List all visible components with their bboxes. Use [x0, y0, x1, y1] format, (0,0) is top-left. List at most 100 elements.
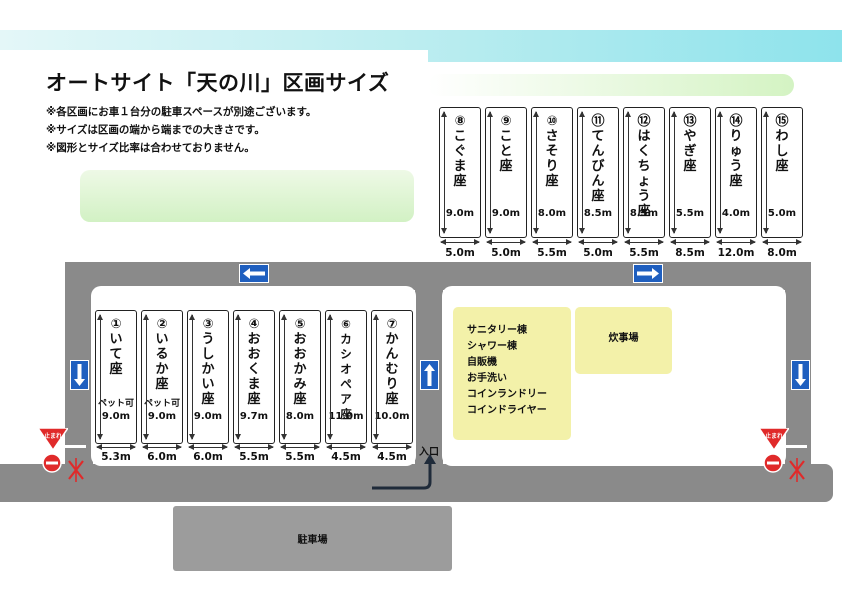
- site-length: 8.0m: [537, 208, 567, 219]
- site-length: 5.5m: [675, 208, 705, 219]
- stop-sign-right: 止まれ: [757, 427, 791, 454]
- up-arrow-icon: [420, 360, 439, 390]
- down-arrow-icon: [70, 360, 89, 390]
- site-length: 8.5m: [629, 208, 659, 219]
- no-entry-icon: [763, 453, 783, 473]
- site-width: 12.0m: [717, 247, 755, 259]
- width-arrow: [142, 444, 182, 450]
- site-length: 11.0m: [328, 411, 364, 422]
- pet-badge: ペット可: [143, 399, 180, 409]
- length-arrow: [143, 314, 149, 440]
- kitchen-building[interactable]: 炊事場: [575, 307, 672, 374]
- site-length: 9.7m: [239, 411, 269, 422]
- site-width: 4.5m: [331, 451, 361, 463]
- width-arrow: [486, 239, 526, 245]
- facility-list: サニタリー棟 シャワー棟 自販機 お手洗い コインランドリー コインドライヤー: [467, 323, 547, 419]
- width-arrow: [670, 239, 710, 245]
- facility-item: コインドライヤー: [467, 405, 547, 416]
- site-width: 5.5m: [239, 451, 269, 463]
- width-arrow: [280, 444, 320, 450]
- site-width: 5.5m: [537, 247, 567, 259]
- facility-item: サニタリー棟: [467, 325, 527, 336]
- note-scale: ※図形とサイズ比率は合わせておりません。: [46, 142, 255, 154]
- left-arrow-icon: [239, 264, 269, 283]
- length-arrow: [487, 111, 493, 234]
- facility-item: 自販機: [467, 357, 497, 368]
- site-length: 8.5m: [583, 208, 613, 219]
- parking-lot[interactable]: 駐車場: [173, 506, 452, 571]
- length-arrow: [625, 111, 631, 234]
- site-length: 9.0m: [101, 411, 131, 422]
- length-arrow: [533, 111, 539, 234]
- site-length: 4.0m: [721, 208, 751, 219]
- site-length: 10.0m: [374, 411, 410, 422]
- stop-line: [785, 445, 807, 448]
- sanitary-building[interactable]: サニタリー棟 シャワー棟 自販機 お手洗い コインランドリー コインドライヤー: [453, 307, 571, 440]
- length-arrow: [327, 314, 333, 440]
- pet-badge: ペット可: [97, 399, 134, 409]
- stop-sign-left: 止まれ: [36, 427, 70, 454]
- length-arrow: [763, 111, 769, 234]
- site-length: 5.0m: [767, 208, 797, 219]
- site-width: 8.0m: [767, 247, 797, 259]
- site-width: 5.0m: [445, 247, 475, 259]
- length-arrow: [671, 111, 677, 234]
- stop-line: [64, 445, 86, 448]
- parking-label: 駐車場: [297, 535, 328, 546]
- site-width: 8.5m: [675, 247, 705, 259]
- site-length: 8.0m: [285, 411, 315, 422]
- site-length: 9.0m: [193, 411, 223, 422]
- header-green-pill: [428, 74, 794, 96]
- site-width: 6.0m: [147, 451, 177, 463]
- width-arrow: [578, 239, 618, 245]
- length-arrow: [579, 111, 585, 234]
- site-width: 5.5m: [629, 247, 659, 259]
- site-width: 5.0m: [583, 247, 613, 259]
- length-arrow: [189, 314, 195, 440]
- width-arrow: [96, 444, 136, 450]
- site-width: 5.3m: [101, 451, 131, 463]
- right-arrow-icon: [633, 264, 663, 283]
- page-title: オートサイト「天の川」区画サイズ: [46, 71, 390, 95]
- length-arrow: [717, 111, 723, 234]
- length-arrow: [97, 314, 103, 440]
- facility-item: シャワー棟: [467, 341, 517, 352]
- no-entry-icon: [42, 453, 62, 473]
- facility-item: お手洗い: [467, 373, 507, 384]
- site-width: 6.0m: [193, 451, 223, 463]
- width-arrow: [188, 444, 228, 450]
- length-arrow: [373, 314, 379, 440]
- width-arrow: [624, 239, 664, 245]
- facility-item: コインランドリー: [467, 389, 547, 400]
- title-card: [0, 50, 428, 162]
- site-length: 9.0m: [147, 411, 177, 422]
- notes-green-panel: [80, 170, 414, 222]
- width-arrow: [234, 444, 274, 450]
